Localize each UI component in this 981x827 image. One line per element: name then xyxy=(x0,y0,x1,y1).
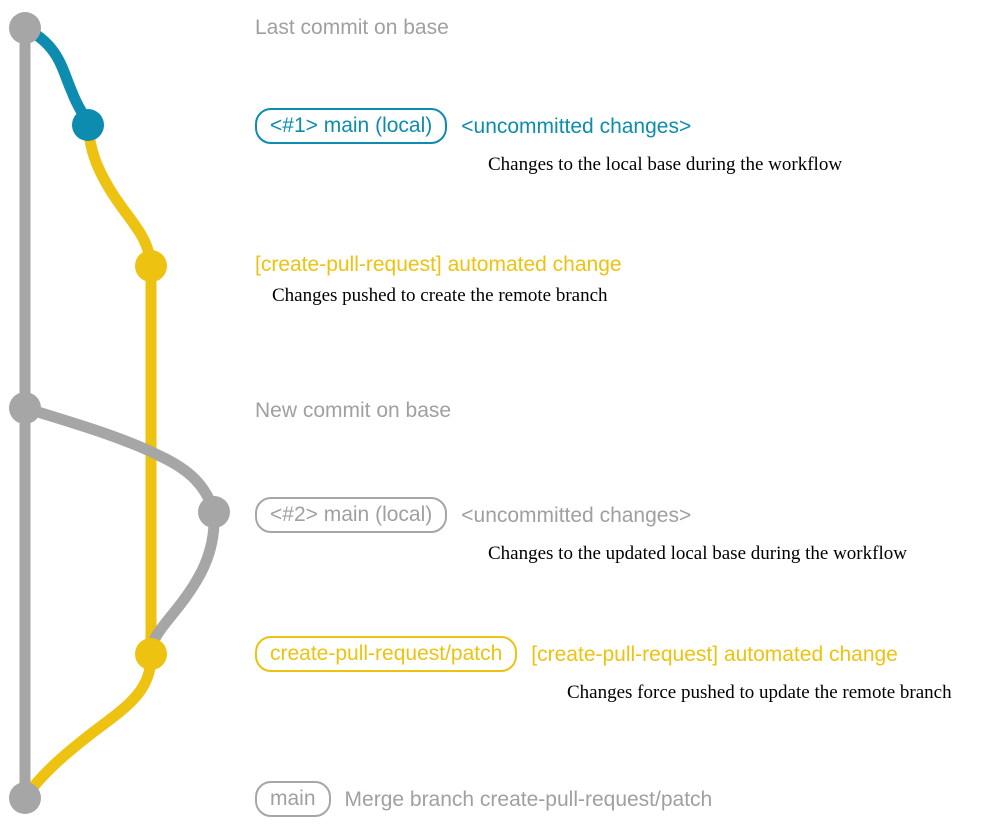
graph-node-patch-1 xyxy=(135,250,167,282)
row-automated-change-1: [create-pull-request] automated change C… xyxy=(255,254,622,305)
graph-node-base-head xyxy=(9,12,41,44)
row-local-uncommitted-1-line: <#1> main (local) <uncommitted changes> xyxy=(255,108,691,144)
description-local-changes-1: Changes to the local base during the wor… xyxy=(488,154,843,175)
graph-edge-basenew-to-local2 xyxy=(19,402,220,518)
row-automated-change-2: create-pull-request/patch [create-pull-r… xyxy=(255,636,952,702)
description-local-changes-2: Changes to the updated local base during… xyxy=(488,543,907,564)
branch-badge-main[interactable]: main xyxy=(255,781,331,817)
graph-node-base-merge xyxy=(9,782,41,814)
graph-edge-local1-to-patch1 xyxy=(82,119,157,272)
graph-nodes xyxy=(9,12,230,814)
branch-badge-create-pull-request-patch[interactable]: create-pull-request/patch xyxy=(255,636,518,672)
row-local-uncommitted-2: <#2> main (local) <uncommitted changes> … xyxy=(255,497,907,563)
row-local-uncommitted-1: <#1> main (local) <uncommitted changes> … xyxy=(255,108,842,174)
description-pushed-create-remote-branch: Changes pushed to create the remote bran… xyxy=(272,285,608,306)
graph-edge-patch2-to-merge xyxy=(19,648,157,804)
graph-node-local-1 xyxy=(72,109,104,141)
row-merge-commit: main Merge branch create-pull-request/pa… xyxy=(255,781,712,817)
branch-badge-main-local-2[interactable]: <#2> main (local) xyxy=(255,497,448,533)
graph-node-patch-2 xyxy=(135,638,167,670)
label-last-commit-on-base: Last commit on base xyxy=(255,16,449,39)
branch-badge-main-local-1[interactable]: <#1> main (local) xyxy=(255,108,448,144)
graph-node-local-2 xyxy=(198,496,230,528)
description-force-pushed-update-remote-branch: Changes force pushed to update the remot… xyxy=(567,682,952,703)
row-automated-change-1-line: [create-pull-request] automated change xyxy=(255,254,622,275)
row-merge-commit-line: main Merge branch create-pull-request/pa… xyxy=(255,781,712,817)
row-automated-change-2-line: create-pull-request/patch [create-pull-r… xyxy=(255,636,898,672)
headline-automated-change-1: [create-pull-request] automated change xyxy=(255,253,622,276)
headline-merge-branch: Merge branch create-pull-request/patch xyxy=(344,787,713,811)
label-new-commit-on-base: New commit on base xyxy=(255,399,452,422)
graph-node-base-new xyxy=(9,392,41,424)
headline-automated-change-2: [create-pull-request] automated change xyxy=(531,642,898,666)
headline-uncommitted-changes-2: <uncommitted changes> xyxy=(461,503,692,527)
headline-uncommitted-changes-1: <uncommitted changes> xyxy=(461,114,692,138)
row-local-uncommitted-2-line: <#2> main (local) <uncommitted changes> xyxy=(255,497,691,533)
